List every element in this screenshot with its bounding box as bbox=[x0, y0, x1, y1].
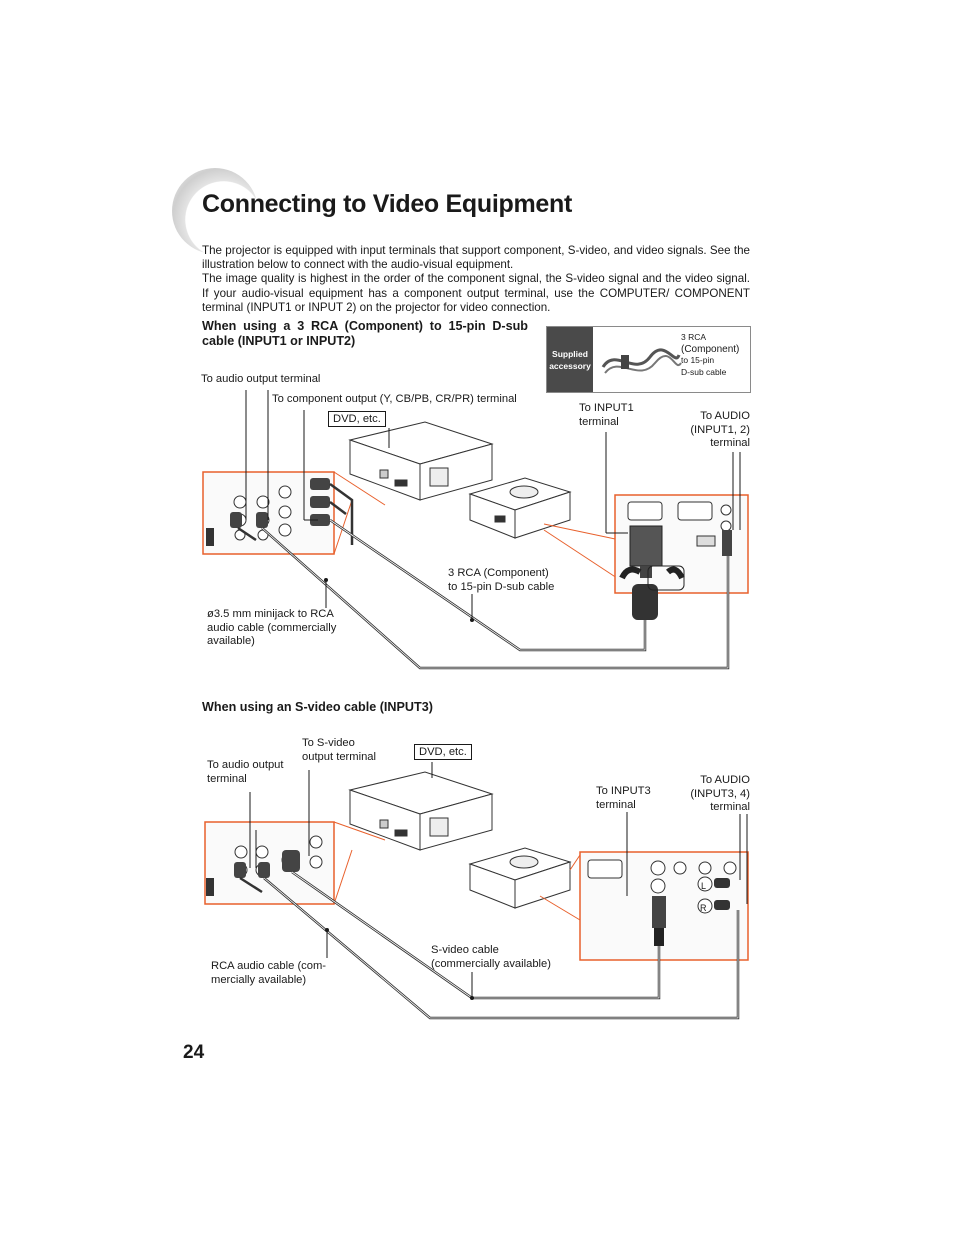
audio-plug-1 bbox=[722, 530, 732, 556]
label-to-audio-2: To AUDIO (INPUT3, 4) terminal bbox=[690, 774, 750, 814]
dvd-player-illustration-2 bbox=[348, 771, 494, 851]
label-dvd-2: DVD, etc. bbox=[414, 744, 472, 760]
label-to-input3: To INPUT3 terminal bbox=[596, 785, 651, 811]
intro-paragraph-1: The projector is equipped with input ter… bbox=[202, 244, 750, 272]
label-audio-output: To audio output terminal bbox=[201, 373, 321, 385]
leader-lines-1 bbox=[245, 390, 741, 620]
header-decoration bbox=[172, 168, 258, 254]
label-audio-output-2: To audio output terminal bbox=[207, 759, 284, 785]
label-rca-audio-cable: RCA audio cable (com- mercially availabl… bbox=[211, 960, 327, 986]
accessory-line-4: D-sub cable bbox=[681, 366, 727, 377]
rca-plugs-dvd-2 bbox=[234, 850, 300, 878]
page-title: Connecting to Video Equipment bbox=[202, 190, 572, 218]
intro-paragraph-2: The image quality is highest in the orde… bbox=[202, 272, 750, 314]
accessory-line-2: (Component) bbox=[681, 343, 740, 355]
label-to-input1: To INPUT1 terminal bbox=[579, 402, 634, 428]
channel-l-label: L bbox=[701, 881, 706, 891]
label-dvd-1: DVD, etc. bbox=[328, 411, 386, 427]
accessory-description: 3 RCA (Component) to 15-pin D-sub cable bbox=[681, 332, 739, 378]
projector-panel-ports-1 bbox=[627, 501, 732, 547]
accessory-line-1: 3 RCA bbox=[681, 332, 707, 342]
accessory-line-3: to 15-pin bbox=[681, 355, 715, 365]
intro-text: The projector is equipped with input ter… bbox=[202, 244, 750, 315]
projector-panel-ports-2 bbox=[587, 859, 737, 914]
dvd-player-illustration bbox=[348, 421, 494, 501]
label-3rca-cable: 3 RCA (Component) to 15-pin D-sub cable bbox=[448, 567, 555, 593]
svideo-plug bbox=[652, 896, 666, 946]
supplied-accessory-tag: Supplied accessory bbox=[547, 327, 593, 392]
dsub-connector bbox=[619, 525, 685, 620]
leader-lines-2 bbox=[249, 762, 748, 998]
projector-illustration-1 bbox=[468, 477, 572, 539]
label-svideo-output: To S-video output terminal bbox=[302, 737, 377, 763]
dvd-panel-port bbox=[206, 528, 214, 546]
label-svideo-cable: S-video cable (commercially available) bbox=[431, 944, 551, 970]
cable-thumbnail-icon bbox=[601, 348, 682, 374]
rca-plugs-dvd bbox=[230, 478, 330, 528]
label-minijack-cable: ø3.5 mm minijack to RCA audio cable (com… bbox=[207, 608, 337, 648]
section1-heading: When using a 3 RCA (Component) to 15-pin… bbox=[202, 319, 528, 348]
label-to-audio-1: To AUDIO (INPUT1, 2) terminal bbox=[690, 410, 750, 450]
supplied-accessory-box: Supplied accessory 3 RCA (Component) to … bbox=[546, 326, 751, 393]
channel-r-label: R bbox=[700, 903, 707, 913]
section2-heading: When using an S-video cable (INPUT3) bbox=[202, 700, 433, 714]
page-number: 24 bbox=[183, 1042, 205, 1063]
projector-illustration-2 bbox=[468, 847, 572, 909]
label-component-output: To component output (Y, CB/PB, CR/PR) te… bbox=[272, 393, 517, 405]
audio-plugs-2 bbox=[714, 878, 730, 910]
